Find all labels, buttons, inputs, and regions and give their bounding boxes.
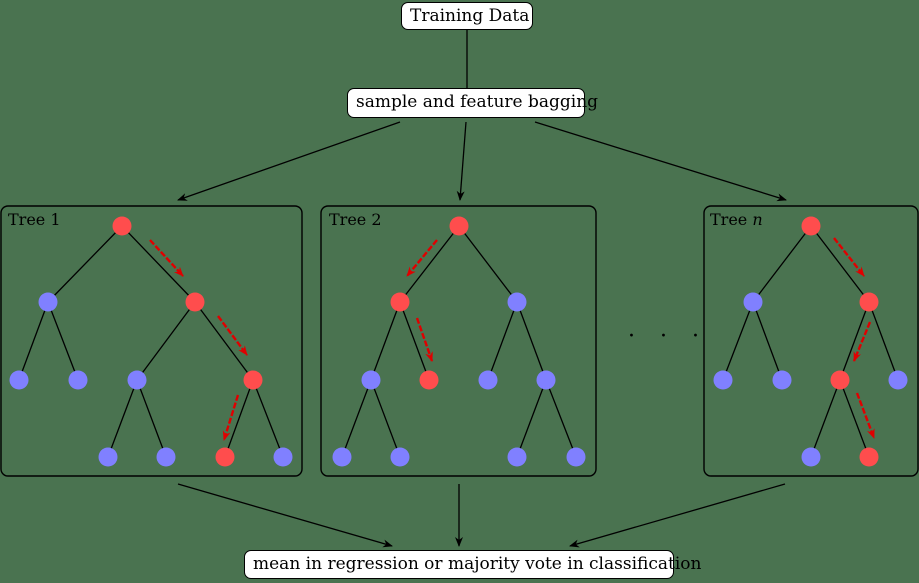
tree-1-node-0-active: [112, 216, 132, 236]
decision-path-arrows: [149, 237, 876, 441]
tree-2-edge-3: [399, 301, 430, 381]
tree-n-edge-2: [722, 301, 754, 381]
tree-n-node-8-active: [859, 447, 879, 467]
tree-1-edge-0: [47, 225, 123, 303]
tree-2-edge-0: [399, 225, 460, 303]
tree-2-node-10: [566, 447, 586, 467]
tree-n-node-7: [801, 447, 821, 467]
tree-1-edge-7: [136, 379, 167, 458]
tree-1-node-7: [98, 447, 118, 467]
tree-2-path-arrow-1: [415, 317, 434, 362]
tree-n-path-arrow-2: [855, 392, 876, 439]
tree-1-title: Tree 1: [8, 212, 61, 228]
tree-1-path-arrow-0: [149, 239, 184, 277]
tree-2-node-9: [507, 447, 527, 467]
tree-n-node-2-active: [859, 292, 879, 312]
tree-2-node-3: [361, 370, 381, 390]
arrow-bagging-to-tree-2: [456, 121, 467, 201]
tree-1-node-2-active: [185, 292, 205, 312]
tree-n-node-1: [743, 292, 763, 312]
tree-1-edge-1: [121, 225, 196, 303]
tree-2-edge-4: [487, 301, 518, 381]
tree-1-edge-2: [18, 301, 49, 381]
tree-2-node-8: [390, 447, 410, 467]
tree-n-edge-3: [752, 301, 783, 381]
tree-1-node-10: [273, 447, 293, 467]
bagging-box: sample and feature bagging: [347, 88, 598, 118]
tree-2-edge-5: [516, 301, 547, 381]
tree-n-node-6: [888, 370, 908, 390]
tree-2-node-7: [332, 447, 352, 467]
tree-1-path-arrow-2: [222, 394, 240, 441]
tree-frames: [0, 205, 919, 477]
tree-2-node-6: [536, 370, 556, 390]
tree-1-node-3: [9, 370, 29, 390]
tree-1-frame: [0, 205, 303, 477]
tree-n-edge-6: [810, 379, 841, 458]
tree-edges: [18, 225, 899, 458]
tree-1-title-text: Tree 1: [8, 210, 61, 229]
tree-1-edge-9: [252, 379, 284, 458]
training-data-box: Training Data: [401, 2, 533, 30]
tree-2-node-1-active: [390, 292, 410, 312]
tree-2-path-arrow-0: [406, 239, 438, 277]
tree-2-edge-8: [516, 379, 547, 458]
tree-n-node-0-active: [801, 216, 821, 236]
tree-n-title-variable: n: [752, 210, 763, 229]
flow-edges: [177, 30, 787, 548]
tree-2-node-5: [478, 370, 498, 390]
tree-2-node-0-active: [449, 216, 469, 236]
tree-1-node-9-active: [215, 447, 235, 467]
ellipsis: · · ·: [628, 324, 708, 349]
tree-n-path-arrow-1: [852, 321, 872, 362]
arrow-tree-n-to-aggregate: [569, 483, 786, 548]
tree-1-node-6-active: [243, 370, 263, 390]
tree-nodes: [9, 216, 908, 467]
tree-n-edge-5: [868, 301, 899, 381]
tree-n-node-4: [772, 370, 792, 390]
tree-n-node-5-active: [830, 370, 850, 390]
tree-2-title-text: Tree 2: [329, 210, 382, 229]
tree-1-node-5: [127, 370, 147, 390]
tree-1-node-8: [156, 447, 176, 467]
tree-n-edge-7: [839, 379, 870, 458]
arrow-bagging-to-tree-n: [534, 121, 787, 202]
tree-n-node-3: [713, 370, 733, 390]
tree-2-edge-2: [370, 301, 401, 381]
tree-2-frame: [320, 205, 597, 477]
tree-2-edge-7: [370, 379, 401, 458]
tree-n-title: Tree n: [710, 212, 763, 228]
tree-n-title-text: Tree: [710, 210, 753, 229]
tree-1-edge-3: [47, 301, 79, 381]
tree-2-title: Tree 2: [329, 212, 382, 228]
tree-n-path-arrow-0: [833, 237, 865, 277]
tree-n-edge-4: [839, 301, 870, 381]
tree-n-edge-1: [810, 225, 870, 303]
arrow-bagging-to-tree-1: [177, 121, 401, 201]
tree-1-edge-5: [194, 301, 254, 381]
tree-1-node-1: [38, 292, 58, 312]
tree-2-node-2: [507, 292, 527, 312]
tree-1-edge-8: [224, 379, 254, 458]
tree-2-edge-1: [458, 225, 518, 303]
tree-2-edge-9: [545, 379, 577, 458]
tree-2-edge-6: [341, 379, 372, 458]
tree-1-edge-4: [136, 301, 196, 381]
tree-1-path-arrow-1: [217, 315, 248, 356]
tree-2-node-4-active: [419, 370, 439, 390]
arrow-tree-1-to-aggregate: [177, 483, 393, 548]
tree-1-edge-6: [107, 379, 138, 458]
tree-n-frame: [703, 205, 919, 477]
tree-n-edge-0: [752, 225, 812, 303]
tree-1-node-4: [68, 370, 88, 390]
aggregate-box: mean in regression or majority vote in c…: [244, 550, 701, 579]
